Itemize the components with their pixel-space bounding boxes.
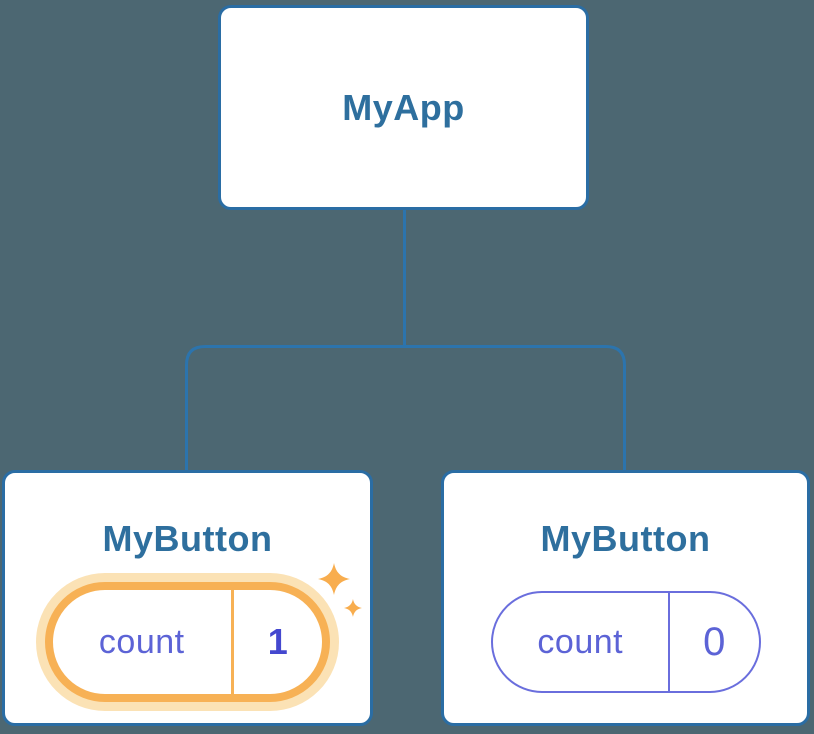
state-key-cell: count	[493, 593, 669, 691]
state-pill-plain: count 0	[490, 591, 761, 693]
node-mybutton-left: MyButton count 1	[2, 470, 373, 726]
state-pill-highlighted: count 1	[45, 582, 330, 702]
state-value: 0	[703, 619, 726, 664]
state-key-cell: count	[53, 590, 231, 694]
state-value-cell: 1	[230, 590, 322, 694]
state-key-label: count	[98, 622, 185, 661]
connector-bracket	[185, 345, 626, 471]
state-value-cell: 0	[668, 593, 758, 691]
node-mybutton-right: MyButton count 0	[441, 470, 810, 726]
state-pill-slot: count 1	[5, 561, 370, 723]
state-pill-slot: count 0	[444, 561, 807, 723]
node-myapp-label: MyApp	[342, 86, 465, 128]
state-value: 1	[267, 621, 288, 662]
node-myapp: MyApp	[218, 5, 589, 210]
state-key-label: count	[537, 622, 624, 661]
node-mybutton-right-label: MyButton	[540, 518, 711, 559]
node-mybutton-left-label: MyButton	[102, 518, 273, 559]
